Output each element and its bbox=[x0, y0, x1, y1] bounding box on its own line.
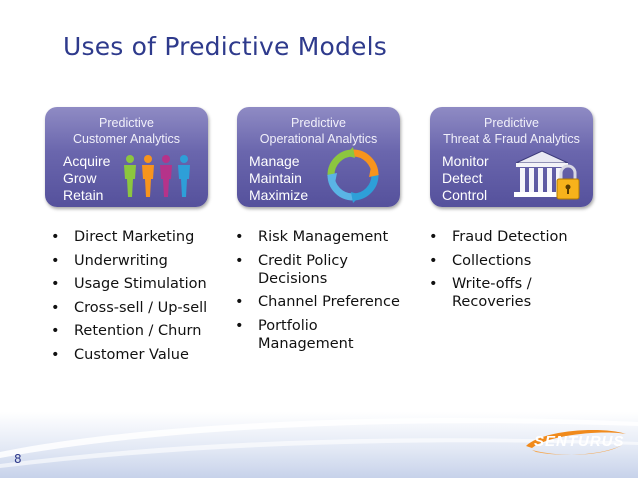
box-verbs: Acquire Grow Retain bbox=[63, 153, 110, 204]
customer-analytics-box: Predictive Customer Analytics Acquire Gr… bbox=[45, 107, 208, 207]
senturus-logo-swoosh-icon bbox=[526, 430, 626, 455]
operational-analytics-box: Predictive Operational Analytics Manage … bbox=[237, 107, 400, 207]
list-item: Direct Marketing bbox=[48, 228, 228, 246]
verb-manage: Manage bbox=[249, 153, 300, 169]
brand-logo-text: SENTURUS bbox=[534, 433, 625, 450]
list-item: Usage Stimulation bbox=[48, 275, 228, 293]
bank-lock-icon bbox=[514, 150, 580, 200]
box-heading-line1: Predictive bbox=[484, 116, 539, 130]
operational-analytics-bullets: Risk Management Credit Policy Decisions … bbox=[232, 228, 407, 358]
verb-detect: Detect bbox=[442, 170, 483, 186]
footer-swoosh bbox=[0, 417, 638, 468]
verb-acquire: Acquire bbox=[63, 153, 111, 169]
page-number: 8 bbox=[14, 452, 22, 466]
list-item: Channel Preference bbox=[232, 293, 407, 311]
verb-maintain: Maintain bbox=[249, 170, 302, 186]
box-heading-line1: Predictive bbox=[99, 116, 154, 130]
customer-analytics-bullets: Direct Marketing Underwriting Usage Stim… bbox=[48, 228, 228, 369]
box-heading-line2: Customer Analytics bbox=[73, 132, 180, 146]
box-heading: Predictive Threat & Fraud Analytics bbox=[430, 115, 593, 147]
verb-retain: Retain bbox=[63, 187, 104, 203]
people-icon bbox=[124, 155, 190, 197]
list-item: Retention / Churn bbox=[48, 322, 228, 340]
box-verbs: Manage Maintain Maximize bbox=[249, 153, 308, 204]
list-item: Cross-sell / Up-sell bbox=[48, 299, 228, 317]
box-heading-line2: Threat & Fraud Analytics bbox=[443, 132, 580, 146]
box-heading-line1: Predictive bbox=[291, 116, 346, 130]
box-verbs: Monitor Detect Control bbox=[442, 153, 489, 204]
list-item: Risk Management bbox=[232, 228, 407, 246]
verb-monitor: Monitor bbox=[442, 153, 489, 169]
list-item: Credit Policy Decisions bbox=[232, 252, 368, 288]
box-heading-line2: Operational Analytics bbox=[259, 132, 378, 146]
box-heading: Predictive Customer Analytics bbox=[45, 115, 208, 147]
list-item: Customer Value bbox=[48, 346, 228, 364]
fraud-analytics-bullets: Fraud Detection Collections Write-offs /… bbox=[426, 228, 601, 317]
verb-maximize: Maximize bbox=[249, 187, 309, 203]
fraud-analytics-box: Predictive Threat & Fraud Analytics Moni… bbox=[430, 107, 593, 207]
verb-grow: Grow bbox=[63, 170, 97, 186]
list-item: Collections bbox=[426, 252, 601, 270]
box-heading: Predictive Operational Analytics bbox=[237, 115, 400, 147]
verb-control: Control bbox=[442, 187, 488, 203]
slide-title: Uses of Predictive Models bbox=[63, 32, 387, 61]
list-item: Underwriting bbox=[48, 252, 228, 270]
list-item: Fraud Detection bbox=[426, 228, 601, 246]
cycle-arrows-icon bbox=[327, 147, 379, 203]
list-item: Write-offs / Recoveries bbox=[426, 275, 562, 311]
list-item: Portfolio Management bbox=[232, 317, 378, 353]
